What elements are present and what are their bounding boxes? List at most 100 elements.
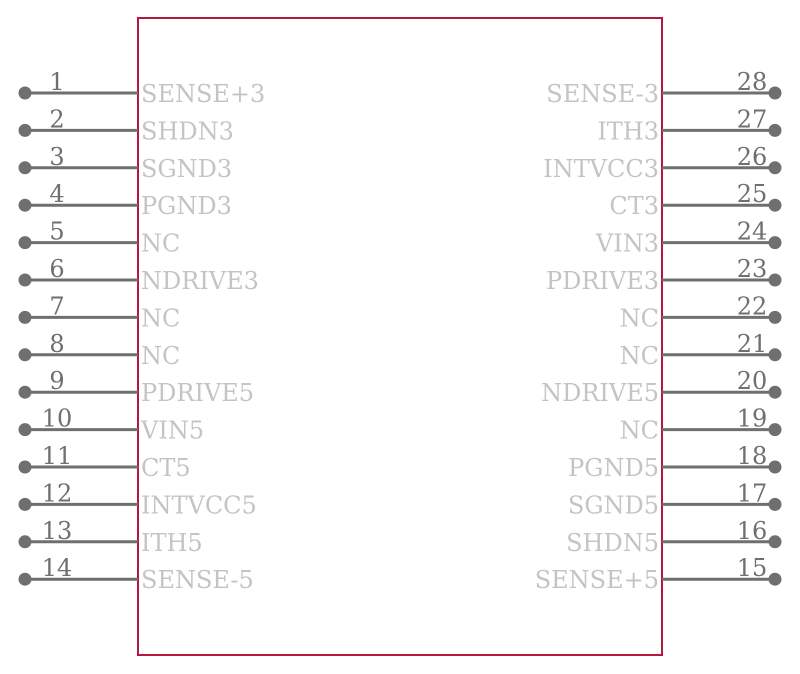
pin-number: 10: [42, 405, 73, 433]
pin-endpoint-dot[interactable]: [768, 385, 782, 399]
pin-name: SGND5: [568, 491, 659, 519]
pin-endpoint-dot[interactable]: [18, 86, 32, 100]
pin-endpoint-dot[interactable]: [18, 423, 32, 437]
pin-number: 15: [737, 554, 768, 582]
left-pin: 5 NC: [18, 218, 180, 258]
pin-endpoint-dot[interactable]: [768, 310, 782, 324]
pin-number: 3: [49, 143, 64, 171]
pin-number: 28: [737, 68, 768, 96]
pin-number: 23: [737, 255, 768, 283]
pin-endpoint-dot[interactable]: [768, 423, 782, 437]
pin-endpoint-dot[interactable]: [768, 497, 782, 511]
right-pin: 21 NC: [620, 330, 782, 370]
pin-endpoint-dot[interactable]: [768, 572, 782, 586]
pin-name: ITH3: [597, 117, 659, 145]
pin-endpoint-dot[interactable]: [768, 460, 782, 474]
pin-name: PDRIVE5: [141, 379, 254, 407]
pin-name: INTVCC3: [543, 155, 659, 183]
pin-name: SHDN3: [141, 117, 234, 145]
right-pin: 26 INTVCC3: [543, 143, 782, 183]
right-pin-group: 28 SENSE-3 27 ITH3 26 INTVCC3 25 CT3 24 VIN323PDR…: [535, 68, 782, 594]
pin-number: 2: [49, 105, 64, 133]
pin-number: 25: [737, 180, 768, 208]
pin-endpoint-dot[interactable]: [768, 535, 782, 549]
pin-endpoint-dot[interactable]: [18, 535, 32, 549]
right-pin: 19 NC: [620, 405, 782, 445]
pin-endpoint-dot[interactable]: [18, 572, 32, 586]
right-pin: 25 CT3: [609, 180, 782, 220]
pin-number: 6: [49, 255, 64, 283]
pin-name: SHDN5: [566, 529, 659, 557]
pin-endpoint-dot[interactable]: [768, 273, 782, 287]
pin-number: 4: [49, 180, 64, 208]
pin-number: 12: [42, 479, 73, 507]
left-pin: 10 VIN5: [18, 405, 204, 445]
pin-number: 18: [737, 442, 768, 470]
pin-name: NC: [620, 417, 659, 445]
pin-number: 8: [49, 330, 64, 358]
pin-name: PGND3: [141, 192, 232, 220]
pin-name: SENSE+3: [141, 80, 265, 108]
pin-endpoint-dot[interactable]: [768, 86, 782, 100]
pin-name: NC: [620, 342, 659, 370]
pin-name: CT5: [141, 454, 191, 482]
pin-endpoint-dot[interactable]: [18, 236, 32, 250]
ic-body: [137, 17, 663, 656]
right-pin: 24 VIN3: [595, 218, 782, 258]
pin-endpoint-dot[interactable]: [18, 385, 32, 399]
pin-endpoint-dot[interactable]: [18, 460, 32, 474]
pin-name: SGND3: [141, 155, 232, 183]
pin-number: 14: [42, 554, 73, 582]
pin-name: SENSE+5: [535, 566, 659, 594]
left-pin: 11 CT5: [18, 442, 191, 482]
pin-number: 5: [49, 218, 64, 246]
pin-number: 11: [42, 442, 73, 470]
pin-number: 21: [737, 330, 768, 358]
pin-number: 13: [42, 517, 73, 545]
left-pin: 14 SENSE-5: [18, 554, 254, 594]
pin-number: 24: [737, 218, 768, 246]
pin-number: 26: [737, 143, 768, 171]
pin-endpoint-dot[interactable]: [18, 198, 32, 212]
pin-endpoint-dot[interactable]: [768, 198, 782, 212]
pin-endpoint-dot[interactable]: [18, 310, 32, 324]
pin-number: 19: [737, 405, 768, 433]
pin-endpoint-dot[interactable]: [18, 161, 32, 175]
pin-name: VIN5: [140, 417, 204, 445]
pin-name: NC: [141, 230, 180, 258]
pin-name: CT3: [609, 192, 659, 220]
pin-name: SENSE-3: [546, 80, 659, 108]
pin-name: INTVCC5: [141, 491, 257, 519]
pin-endpoint-dot[interactable]: [768, 123, 782, 137]
pin-name: VIN3: [595, 230, 659, 258]
pin-name: ITH5: [141, 529, 203, 557]
pin-endpoint-dot[interactable]: [18, 273, 32, 287]
pin-name: NC: [141, 304, 180, 332]
pin-endpoint-dot[interactable]: [768, 161, 782, 175]
right-pin: 28 SENSE-3: [546, 68, 782, 108]
left-pin: 13 ITH5: [18, 517, 203, 557]
pin-endpoint-dot[interactable]: [768, 236, 782, 250]
pin-number: 27: [737, 105, 768, 133]
pin-endpoint-dot[interactable]: [768, 348, 782, 362]
left-pin: 12 INTVCC5: [18, 479, 257, 519]
pin-endpoint-dot[interactable]: [18, 123, 32, 137]
left-pin: 2 SHDN3: [18, 105, 234, 145]
pin-endpoint-dot[interactable]: [18, 497, 32, 511]
pin-name: SENSE-5: [141, 566, 254, 594]
left-pin: 3 SGND3: [18, 143, 232, 183]
pin-number: 22: [737, 292, 768, 320]
pin-endpoint-dot[interactable]: [18, 348, 32, 362]
